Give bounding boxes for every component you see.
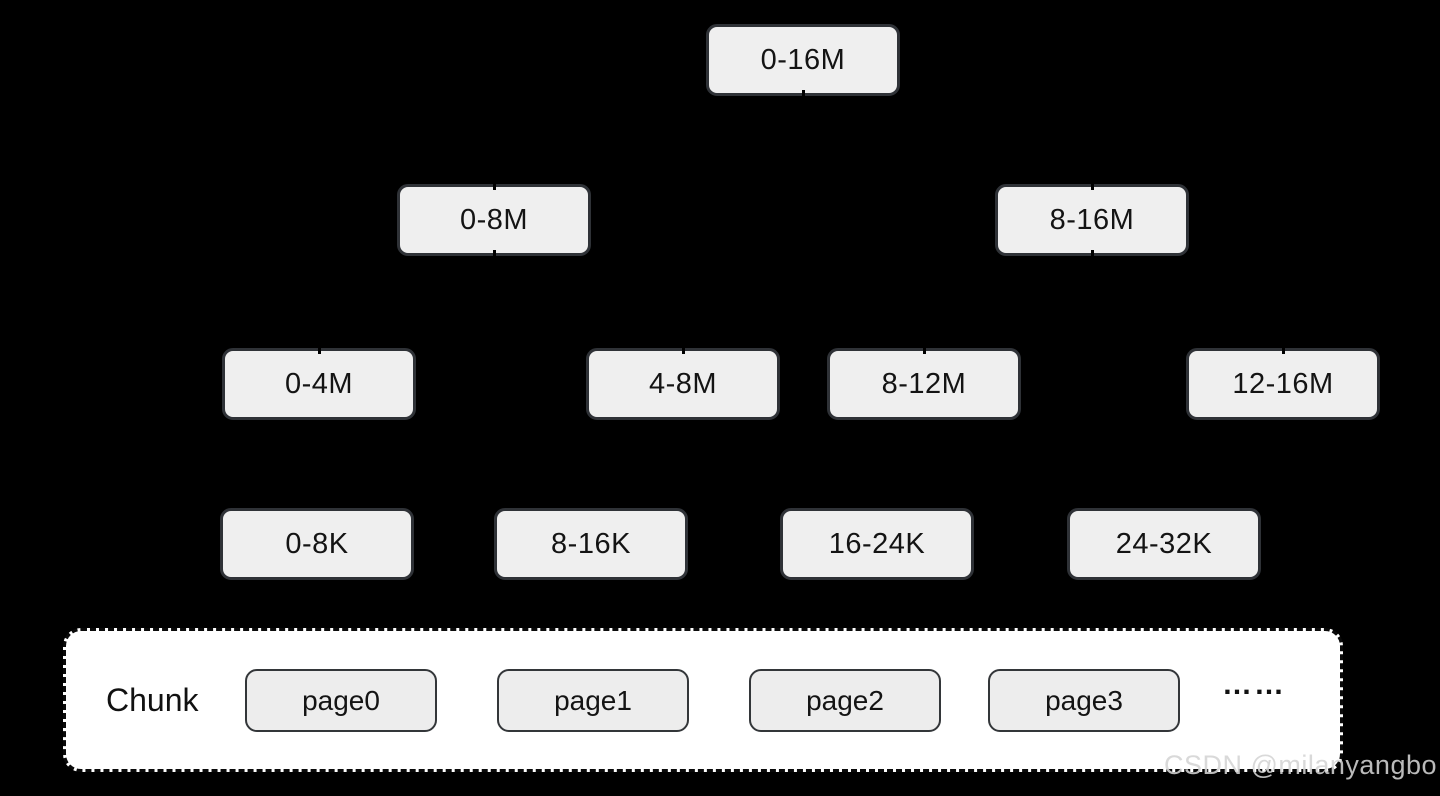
tree-node-label: 8-16M xyxy=(1049,203,1135,236)
tree-node-8-16k: 8-16K xyxy=(494,508,688,580)
page-box-page0: page0 xyxy=(245,669,437,732)
tree-node-16-24k: 16-24K xyxy=(780,508,974,580)
tree-node-4-8m: 4-8M xyxy=(586,347,780,420)
tree-node-0-8m: 0-8M xyxy=(397,183,591,257)
tree-node-label: 0-8M xyxy=(459,203,529,236)
page-box-page2: page2 xyxy=(749,669,941,732)
chunk-label: Chunk xyxy=(106,681,199,718)
page-label: page3 xyxy=(1045,684,1123,716)
tree-node-0-16m: 0-16M xyxy=(706,24,900,97)
tree-node-24-32k: 24-32K xyxy=(1067,508,1261,580)
tree-node-0-4m: 0-4M xyxy=(222,347,416,420)
tree-node-label: 0-4M xyxy=(284,367,354,400)
page-box-page3: page3 xyxy=(988,669,1180,732)
tree-node-label: 0-8K xyxy=(285,527,349,560)
chunk-container: Chunk page0 page1 page2 page3 …… xyxy=(63,628,1343,772)
page-label: page1 xyxy=(554,684,632,716)
tree-node-0-8k: 0-8K xyxy=(220,508,414,580)
more-pages-ellipsis: …… xyxy=(1222,668,1286,701)
tree-node-label: 12-16M xyxy=(1232,367,1334,400)
tree-node-label: 24-32K xyxy=(1115,527,1213,560)
tree-node-label: 4-8M xyxy=(648,367,718,400)
tree-node-8-12m: 8-12M xyxy=(827,347,1021,420)
tree-node-12-16m: 12-16M xyxy=(1186,347,1380,420)
tree-node-label: 0-16M xyxy=(760,43,846,76)
page-label: page2 xyxy=(806,684,884,716)
page-box-page1: page1 xyxy=(497,669,689,732)
tree-node-label: 8-12M xyxy=(881,367,967,400)
watermark: CSDN @milanyangbo xyxy=(1163,750,1437,780)
page-label: page0 xyxy=(302,684,380,716)
tree-node-8-16m: 8-16M xyxy=(995,183,1189,257)
tree-node-label: 16-24K xyxy=(828,527,926,560)
tree-node-label: 8-16K xyxy=(551,527,631,560)
